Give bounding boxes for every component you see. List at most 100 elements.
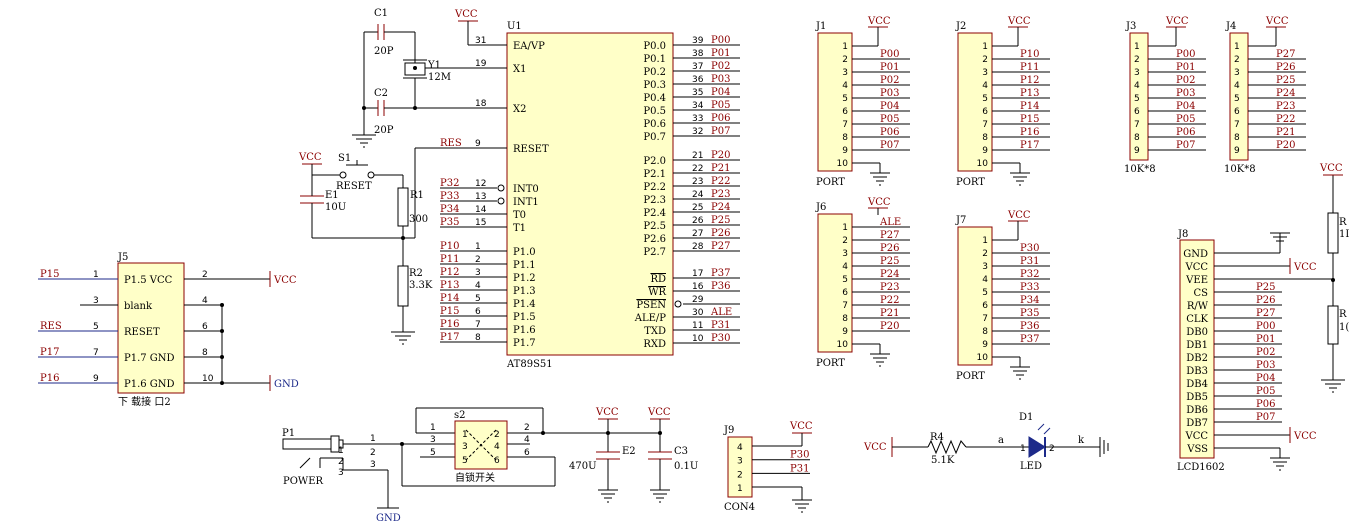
j5-left-pin-number: 3 [93,296,99,306]
u1-pin-net: P34 [440,204,459,215]
u1-pin-bubble [674,300,682,308]
j5-left-pin-number: 9 [93,374,99,384]
port-footer: PORT [816,358,845,369]
j8-pin-name: DB6 [1186,405,1208,416]
port-pin-net: ALE [879,217,901,228]
port-pin-net: P32 [1020,269,1039,280]
u1-pin-name: T0 [513,210,526,221]
u1-pin-number: 26 [692,216,704,226]
j9-pin-number: 3 [737,457,743,467]
u1-pin-net: P12 [440,267,459,278]
u1-pin-name: P2.2 [643,182,666,193]
u1-pin-net: P20 [711,150,730,161]
port-pin-number: 9 [982,146,988,156]
vcc-label: VCC [298,152,322,163]
resnet-pin-number: 3 [1134,68,1140,78]
j8-pin-net: P03 [1256,360,1275,371]
resnet-pin-number: 3 [1234,68,1240,78]
port-pin-net: P03 [880,88,899,99]
j8-pin-net: P02 [1256,347,1275,358]
vcc-label: VCC [1165,16,1189,27]
port-pin-number: 1 [982,236,988,246]
j8-pin-net: P27 [1256,308,1275,319]
u1-pin-name: RXD [643,339,666,350]
port-pin-number: 2 [982,249,988,259]
s2-pin-3: 3 [462,442,468,452]
r4-value: 5.1K [931,455,955,466]
u1-pin-name: INT0 [513,184,539,195]
j8-pin-name: DB1 [1186,340,1208,351]
resnet-pin-net: P00 [1176,49,1195,60]
resnet-pin-number: 5 [1234,94,1240,104]
s2-pin-2: 2 [494,430,500,440]
port-pin-number: 4 [982,275,988,285]
resnet-pin-net: P03 [1176,88,1195,99]
port-pin-net: P25 [880,256,899,267]
u1-pin-number: 29 [692,295,704,305]
r1-value: 300 [409,214,428,225]
u1-part: AT89S51 [506,359,553,370]
vcc-label: VCC [595,407,619,418]
u1-pin-name: P0.0 [643,41,666,52]
j5-right-pin-number: 4 [202,296,208,306]
u1-pin-name: P1.4 [513,299,536,310]
reset-circuit: VCC S1 RESET E1 10U R1 300 R2 3.3K [298,147,480,345]
led-pin-2: 2 [1049,444,1055,454]
resnet-pin-number: 9 [1234,146,1240,156]
u1-pin-net: P17 [440,332,459,343]
u1-pin-net: P22 [711,176,730,187]
u1-pin-number: 13 [475,192,486,202]
vcc-label: VCC [789,421,813,432]
resnet-pin-net: P22 [1276,114,1295,125]
port-pin-number: 10 [977,353,989,363]
u1-pin-bubble [497,197,505,205]
port-pin-net: P01 [880,62,899,73]
j5-right-pin-number: 10 [202,374,214,384]
resnet-ref: J4 [1225,21,1236,32]
j8-ref: J8 [1177,229,1188,240]
port-pin-net: P14 [1020,101,1039,112]
u1-pin-name: P0.2 [643,67,666,78]
port-pin-net: P07 [880,140,899,151]
port-pin-net: P37 [1020,334,1039,345]
u1-pin-net: P30 [711,333,730,344]
lcd-r-bot-ref: R [1339,309,1347,320]
u1-pin-number: 17 [692,269,703,279]
resnet-pin-number: 6 [1134,107,1140,117]
j5-row-label: P1.7 GND [124,353,175,364]
port-pin-number: 5 [842,275,848,285]
port-pin-net: P02 [880,75,899,86]
c2-value: 20P [374,125,394,136]
j5-row-label: blank [124,301,153,312]
j9-pin-number: 2 [737,470,743,480]
u1-pin-name: TXD [644,326,666,337]
s2-label: 自锁开关 [455,471,495,484]
u1-pin-number: 33 [692,114,703,124]
j8-pin-name: VEE [1185,275,1208,286]
u1-pin-net: P35 [440,217,459,228]
port-pin-number: 6 [982,107,988,117]
u1-pin-name: P0.4 [643,93,666,104]
resnet-pin-net: P07 [1176,140,1195,151]
port-pin-number: 2 [842,55,848,65]
u1-pin-name: WR [648,287,666,298]
u1-pin-number: 28 [692,242,704,252]
lcd-r-bot-value: 1( [1339,322,1349,333]
u1-pin-number: 30 [692,308,704,318]
r1-ref: R1 [410,190,424,201]
j5-right-pin-number: 8 [202,348,208,358]
port-body [957,32,993,172]
port-pin-net: P11 [1020,62,1039,73]
resnet-pin-net: P26 [1276,62,1295,73]
port-pin-number: 10 [977,159,989,169]
resnet-pin-number: 7 [1134,120,1140,130]
u1-pin-net: P14 [440,293,459,304]
s2-ext-2: 2 [524,423,530,433]
u1-pin-net: P27 [711,241,730,252]
u1-pin-name: INT1 [513,197,539,208]
u1-pin-number: 37 [692,62,703,72]
